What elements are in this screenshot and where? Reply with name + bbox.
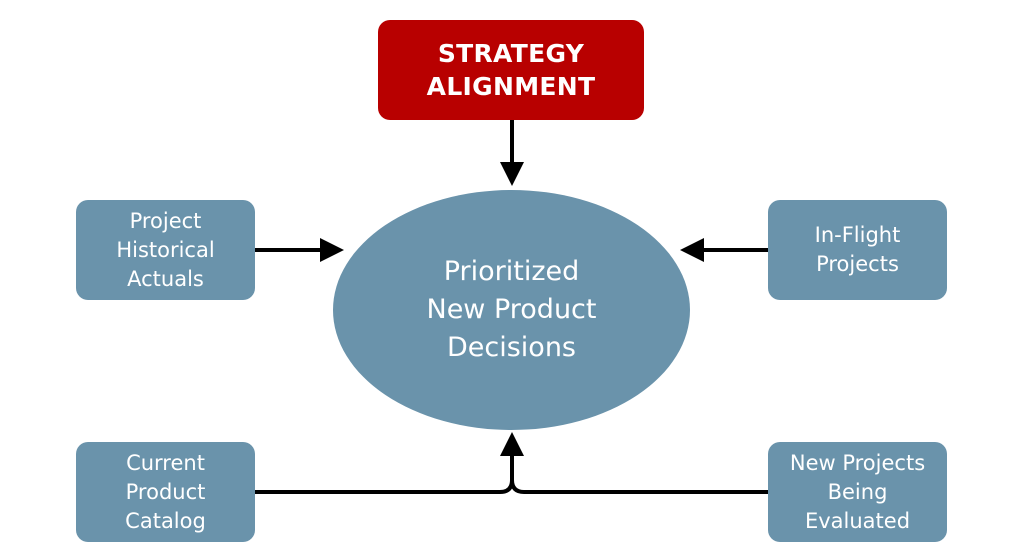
in-flight-projects-box: In-Flight Projects	[768, 200, 947, 300]
prioritized-decisions-ellipse: Prioritized New Product Decisions	[333, 190, 690, 430]
current-product-catalog-box: Current Product Catalog	[76, 442, 255, 542]
historical-line-1: Project	[129, 208, 202, 233]
catalog-line-1: Current	[126, 450, 205, 475]
inflight-line-1: In-Flight	[814, 223, 901, 247]
newproj-line-2: Being	[827, 479, 888, 504]
catalog-line-2: Product	[125, 479, 206, 504]
arrow-strategy-to-center	[500, 120, 524, 186]
strategy-line-2: ALIGNMENT	[426, 72, 596, 101]
historical-line-2: Historical	[116, 237, 215, 262]
center-line-3: Decisions	[446, 332, 576, 363]
catalog-line-3: Catalog	[125, 508, 206, 533]
historical-line-3: Actuals	[127, 266, 204, 291]
project-historical-actuals-box: Project Historical Actuals	[76, 200, 255, 300]
newproj-line-1: New Projects	[789, 450, 926, 475]
new-projects-evaluated-box: New Projects Being Evaluated	[768, 442, 947, 542]
center-line-2: New Product	[426, 294, 597, 325]
arrow-merge-to-center	[255, 432, 768, 494]
arrow-historical-to-center	[255, 238, 344, 262]
center-line-1: Prioritized	[443, 256, 580, 287]
inflight-line-2: Projects	[816, 252, 899, 276]
strategy-alignment-box: STRATEGY ALIGNMENT	[378, 20, 644, 120]
arrow-inflight-to-center	[680, 238, 768, 262]
newproj-line-3: Evaluated	[804, 508, 911, 533]
strategy-line-1: STRATEGY	[437, 39, 585, 68]
